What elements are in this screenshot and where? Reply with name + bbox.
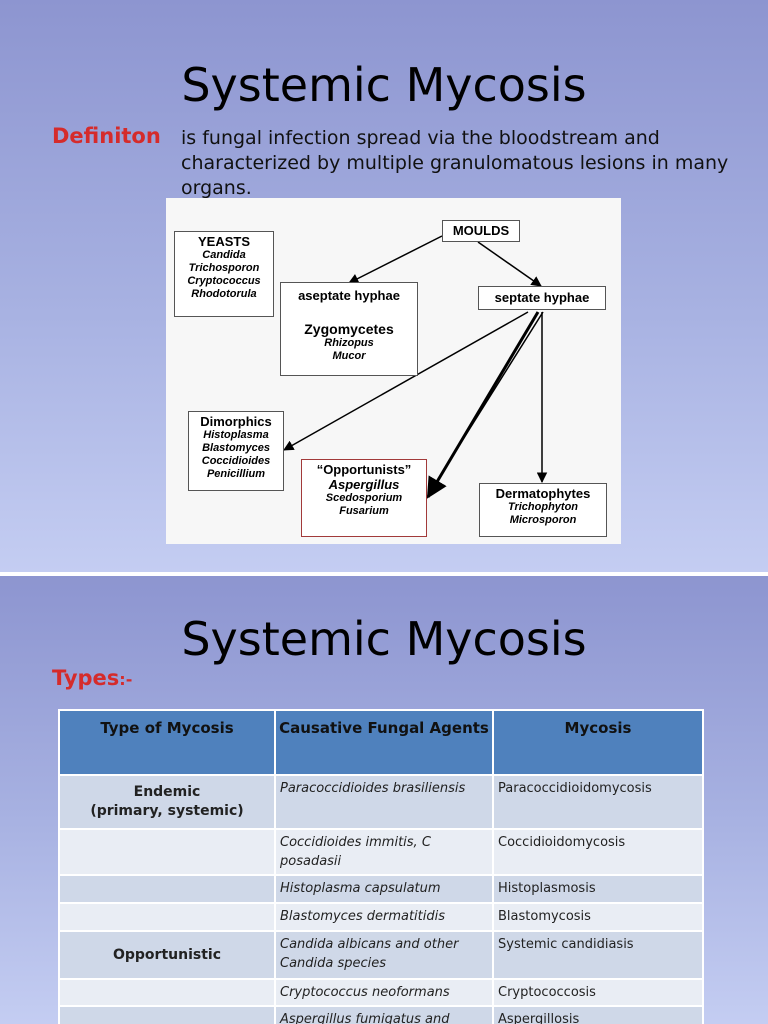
mycosis-cell: Blastomycosis xyxy=(492,902,704,932)
yeasts-item: Cryptococcus xyxy=(187,275,261,287)
dimorphics-item: Penicillium xyxy=(206,468,266,480)
mycosis-cell: Histoplasmosis xyxy=(492,874,704,904)
column-header: Mycosis xyxy=(492,709,704,776)
type-cell: Opportunistic xyxy=(58,930,276,980)
agent-cell: Coccidioides immitis, C posadasii xyxy=(274,828,494,876)
slide-title: Systemic Mycosis xyxy=(181,612,587,666)
table-header-row: Type of Mycosis Causative Fungal Agents … xyxy=(58,709,704,776)
dermatophytes-box: Dermatophytes Trichophyton Microsporon xyxy=(479,483,607,537)
arrow-septate-dimorphics xyxy=(283,311,529,451)
table-row: Aspergillus fumigatus and otherAspergill… xyxy=(58,1005,704,1024)
type-cell xyxy=(58,828,276,876)
slide-types: Systemic Mycosis Types:- Type of Mycosis… xyxy=(0,576,768,1024)
agent-cell: Histoplasma capsulatum xyxy=(274,874,494,904)
dimorphics-heading: Dimorphics xyxy=(200,414,272,429)
arrow-septate-opportunists-2 xyxy=(427,311,544,496)
opportunists-item: Scedosporium xyxy=(325,492,403,504)
dermatophytes-item: Trichophyton xyxy=(507,501,579,513)
dimorphics-item: Histoplasma xyxy=(203,429,269,441)
aseptate-item: Rhizopus xyxy=(324,337,374,349)
yeasts-item: Candida xyxy=(202,249,246,261)
agent-cell: Blastomyces dermatitidis xyxy=(274,902,494,932)
type-cell xyxy=(58,902,276,932)
slide-title: Systemic Mycosis xyxy=(181,58,587,112)
slide-definition: Systemic Mycosis Definiton is fungal inf… xyxy=(0,0,768,572)
aseptate-heading: aseptate hyphae xyxy=(298,288,400,303)
types-label-text: Types xyxy=(52,666,120,690)
mycosis-cell: Coccidioidomycosis xyxy=(492,828,704,876)
mycosis-cell: Paracoccidioidomycosis xyxy=(492,774,704,830)
table-body: Endemic (primary, systemic)Paracoccidioi… xyxy=(58,774,704,1024)
opportunists-item: Aspergillus xyxy=(328,477,400,492)
opportunists-box: “Opportunists” Aspergillus Scedosporium … xyxy=(301,459,427,537)
agent-cell: Cryptococcus neoformans xyxy=(274,978,494,1007)
type-cell: Endemic (primary, systemic) xyxy=(58,774,276,830)
type-cell xyxy=(58,874,276,904)
opportunists-item: Fusarium xyxy=(339,505,389,517)
mycosis-cell: Cryptococcosis xyxy=(492,978,704,1007)
column-header: Type of Mycosis xyxy=(58,709,276,776)
dermatophytes-item: Microsporon xyxy=(509,514,577,526)
mycosis-cell: Aspergillosis xyxy=(492,1005,704,1024)
types-label: Types:- xyxy=(52,666,132,690)
dimorphics-box: Dimorphics Histoplasma Blastomyces Cocci… xyxy=(188,411,284,491)
type-cell xyxy=(58,978,276,1007)
slide-divider xyxy=(0,572,768,576)
table-row: Endemic (primary, systemic)Paracoccidioi… xyxy=(58,774,704,830)
dimorphics-item: Coccidioides xyxy=(201,455,271,467)
column-header: Causative Fungal Agents xyxy=(274,709,494,776)
agent-cell: Aspergillus fumigatus and other xyxy=(274,1005,494,1024)
moulds-heading: MOULDS xyxy=(452,223,510,238)
definition-label: Definiton xyxy=(52,124,161,148)
zygomycetes-heading: Zygomycetes xyxy=(304,321,394,337)
agent-cell: Candida albicans and other Candida speci… xyxy=(274,930,494,980)
diagram-arrows xyxy=(283,235,548,499)
septate-heading: septate hyphae xyxy=(494,290,590,305)
arrow-moulds-septate xyxy=(477,241,542,287)
yeasts-item: Rhodotorula xyxy=(191,288,257,300)
definition-text: is fungal infection spread via the blood… xyxy=(181,127,729,199)
yeasts-heading: YEASTS xyxy=(197,234,250,249)
opportunists-heading: “Opportunists” xyxy=(316,462,412,477)
arrow-moulds-aseptate xyxy=(348,235,443,284)
agent-cell: Paracoccidioides brasiliensis xyxy=(274,774,494,830)
aseptate-hyphae-box: aseptate hyphae Zygomycetes Rhizopus Muc… xyxy=(280,282,418,376)
types-label-suffix: :- xyxy=(119,670,133,689)
mycosis-table: Type of Mycosis Causative Fungal Agents … xyxy=(58,709,704,1024)
dimorphics-item: Blastomyces xyxy=(202,442,270,454)
yeasts-box: YEASTS Candida Trichosporon Cryptococcus… xyxy=(174,231,274,317)
septate-hyphae-box: septate hyphae xyxy=(478,286,606,310)
type-cell xyxy=(58,1005,276,1024)
yeasts-item: Trichosporon xyxy=(188,262,260,274)
fungi-classification-diagram: YEASTS Candida Trichosporon Cryptococcus… xyxy=(166,198,621,544)
mycosis-cell: Systemic candidiasis xyxy=(492,930,704,980)
dermatophytes-heading: Dermatophytes xyxy=(495,486,591,501)
aseptate-item: Mucor xyxy=(332,350,366,362)
moulds-box: MOULDS xyxy=(442,220,520,242)
